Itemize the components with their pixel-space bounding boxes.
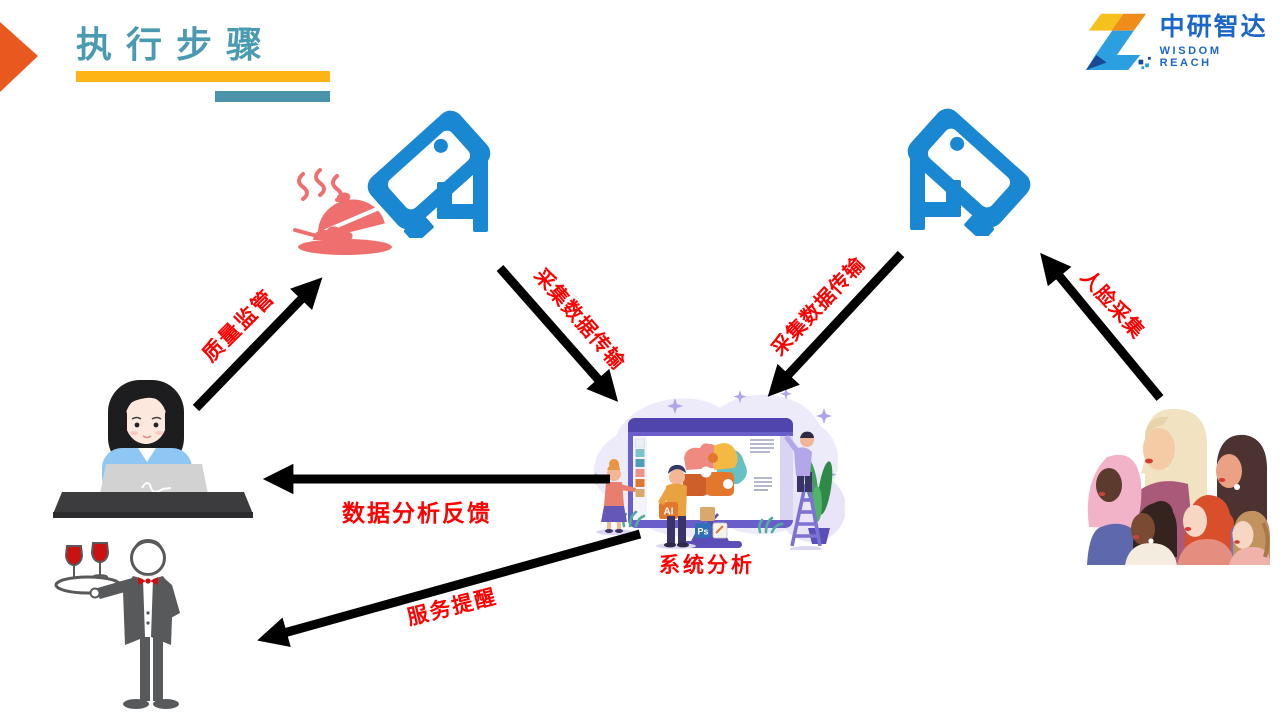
svg-text:Ps: Ps bbox=[697, 527, 708, 537]
arrow-face-capture bbox=[1040, 252, 1164, 401]
svg-text:AI: AI bbox=[664, 507, 674, 518]
arrow-quality-supervision bbox=[192, 277, 323, 412]
arrow-data-transfer-right bbox=[767, 250, 905, 397]
page-title: 执行步骤 bbox=[76, 24, 277, 65]
label-analysis-feedback: 数据分析反馈 bbox=[342, 500, 492, 526]
logo-z-icon bbox=[1086, 13, 1151, 71]
label-system-analysis: 系统分析 bbox=[659, 554, 755, 577]
wine-tray bbox=[54, 542, 122, 595]
person-blonde bbox=[1134, 408, 1207, 565]
ladder-person bbox=[784, 431, 822, 550]
people-group bbox=[1087, 408, 1270, 565]
person-girl bbox=[1229, 510, 1270, 565]
receptionist-at-laptop bbox=[53, 380, 253, 518]
logo-name: 中研智达 bbox=[1159, 13, 1268, 41]
header-chevron-icon bbox=[0, 22, 38, 92]
desk bbox=[53, 492, 253, 518]
title-underline-yellow bbox=[76, 71, 330, 82]
software-boxes: Ps bbox=[692, 507, 728, 545]
surveillance-camera-right-icon bbox=[907, 108, 1031, 236]
waiter-icon bbox=[54, 539, 180, 709]
arrow-service-reminder bbox=[257, 529, 642, 648]
logo-tagline: WISDOM REACH bbox=[1159, 44, 1222, 69]
person-black-woman bbox=[1125, 501, 1177, 565]
person-redhead bbox=[1177, 495, 1235, 565]
arrow-data-transfer-left bbox=[496, 265, 619, 402]
surveillance-camera-left-icon bbox=[367, 110, 491, 238]
company-logo: 中研智达 WISDOM REACH bbox=[1086, 8, 1272, 72]
title-underline-teal bbox=[215, 91, 330, 102]
system-analysis-illustration: AI Ps bbox=[589, 388, 845, 550]
person-hijab bbox=[1087, 454, 1142, 565]
waiter-body bbox=[89, 539, 180, 709]
ai-box-man: AI bbox=[656, 464, 696, 549]
pointing-woman bbox=[596, 459, 636, 535]
hot-dish-icon bbox=[293, 168, 392, 255]
